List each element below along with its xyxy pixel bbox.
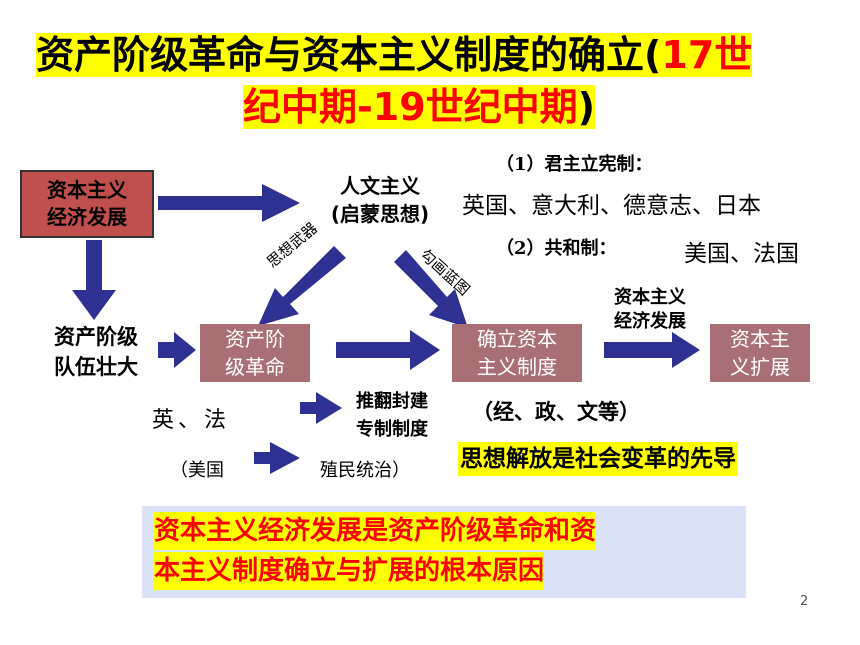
republic-countries: 美国、法国 — [684, 241, 799, 267]
title-line1-black: 资产阶级革命与资本主义制度的确立( — [36, 33, 662, 77]
monarchy-countries: 英国、意大利、德意志、日本 — [462, 193, 761, 219]
arrow-class-to-revolution — [158, 332, 196, 368]
arrow-revolution-to-establish — [336, 330, 440, 370]
node-humanism: 人文主义 (启蒙思想) — [330, 174, 430, 226]
arrow-establish-to-expand — [604, 332, 700, 368]
note-usa: （美国 — [170, 460, 224, 481]
label-economy-mid: 资本主义 经济发展 — [614, 287, 686, 332]
arrow-humanism-to-establish — [394, 250, 468, 328]
note-colonial: 殖民统治） — [320, 460, 410, 481]
node-economy: 资本主义 经济发展 — [20, 170, 154, 238]
arrow-engfr-to-overthrow — [300, 392, 342, 424]
page-title: 资产阶级革命与资本主义制度的确立(17世 — [36, 30, 753, 80]
note-aspects: （经、政、文等） — [472, 399, 640, 424]
conclusion-line2: 本主义制度确立与扩展的根本原因 — [154, 552, 545, 590]
title-line2-red: 纪中期-19世纪中期 — [243, 85, 578, 129]
node-expand: 资本主 义扩展 — [710, 324, 810, 382]
republic-label: （2）共和制： — [496, 238, 617, 259]
arrow-economy-to-class — [72, 240, 116, 320]
title-line2-black: ) — [577, 85, 596, 129]
conclusion-line1: 资本主义经济发展是资产阶级革命和资 — [154, 512, 597, 550]
arrow-humanism-to-revolution — [258, 246, 346, 326]
monarchy-label: （1）君主立宪制： — [496, 154, 653, 175]
title-line1-red: 17世 — [661, 33, 753, 77]
note-eng-fr: 英、法 — [152, 408, 231, 433]
arrow-usa-to-colonial — [254, 442, 300, 474]
note-overthrow: 推翻封建 专制制度 — [356, 391, 428, 440]
node-establish: 确立资本 主义制度 — [452, 324, 582, 382]
page-number: 2 — [800, 594, 809, 609]
node-class-growth: 资产阶级 队伍壮大 — [54, 325, 138, 379]
page-title-line2: 纪中期-19世纪中期) — [243, 82, 596, 132]
node-revolution: 资产阶 级革命 — [200, 324, 310, 382]
note-liberation: 思想解放是社会变革的先导 — [458, 442, 738, 476]
arrow-economy-to-humanism — [158, 184, 300, 222]
